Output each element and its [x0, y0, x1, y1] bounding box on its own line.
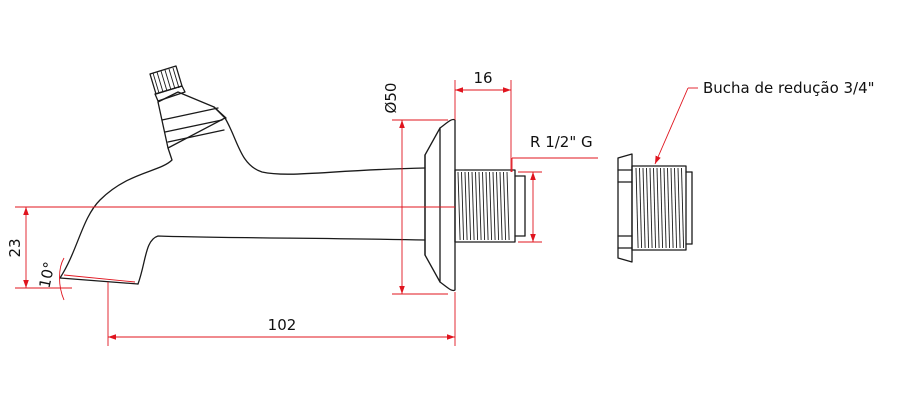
thread-line: [660, 167, 664, 249]
thread-line: [478, 171, 482, 241]
threaded-nipple: [454, 169, 526, 243]
flange: [424, 118, 456, 292]
thread-line: [649, 167, 653, 249]
thread-line: [499, 171, 503, 241]
bushing-callout: Bucha de redução 3/4": [654, 79, 875, 165]
thread-line: [489, 171, 493, 241]
thread-line: [646, 167, 650, 249]
thread-line: [485, 171, 489, 241]
angle-dimension: 10°: [36, 257, 136, 301]
thread-line: [674, 167, 678, 249]
height-value: 23: [6, 238, 24, 257]
thread-length-dimension: 16: [454, 69, 512, 172]
reducer-bushing: [617, 153, 693, 263]
thread-line: [677, 167, 681, 249]
thread-line: [639, 167, 643, 249]
reference-lines: [15, 206, 455, 289]
bushing-callout-label: Bucha de redução 3/4": [703, 79, 875, 97]
diameter-dimension: Ø50: [382, 83, 448, 295]
length-dimension: 102: [107, 282, 456, 346]
thread-line: [635, 167, 639, 249]
thread-spec-dimension: R 1/2" G: [511, 133, 598, 243]
angle-value: 10°: [36, 260, 59, 290]
bushing-thread-lines: [635, 167, 685, 249]
thread-line: [471, 171, 475, 241]
thread-line: [670, 167, 674, 249]
thread-line: [503, 171, 507, 241]
thread-line: [681, 167, 685, 249]
thread-line: [496, 171, 500, 241]
thread-line: [482, 171, 486, 241]
thread-spec-value: R 1/2" G: [530, 133, 593, 151]
thread-line: [461, 171, 465, 241]
thread-length-value: 16: [473, 69, 492, 87]
diameter-value: Ø50: [382, 83, 400, 114]
thread-line: [667, 167, 671, 249]
thread-line: [656, 167, 660, 249]
thread-line: [468, 171, 472, 241]
thread-line: [457, 171, 461, 241]
thread-line: [475, 171, 479, 241]
thread-lines: [457, 171, 510, 241]
thread-line: [506, 171, 510, 241]
thread-line: [464, 171, 468, 241]
thread-line: [653, 167, 657, 249]
height-dimension: 23: [6, 207, 29, 288]
length-value: 102: [268, 316, 297, 334]
faucet-body: [59, 117, 426, 285]
thread-line: [492, 171, 496, 241]
valve-cap: [149, 65, 227, 149]
thread-line: [663, 167, 667, 249]
thread-line: [642, 167, 646, 249]
